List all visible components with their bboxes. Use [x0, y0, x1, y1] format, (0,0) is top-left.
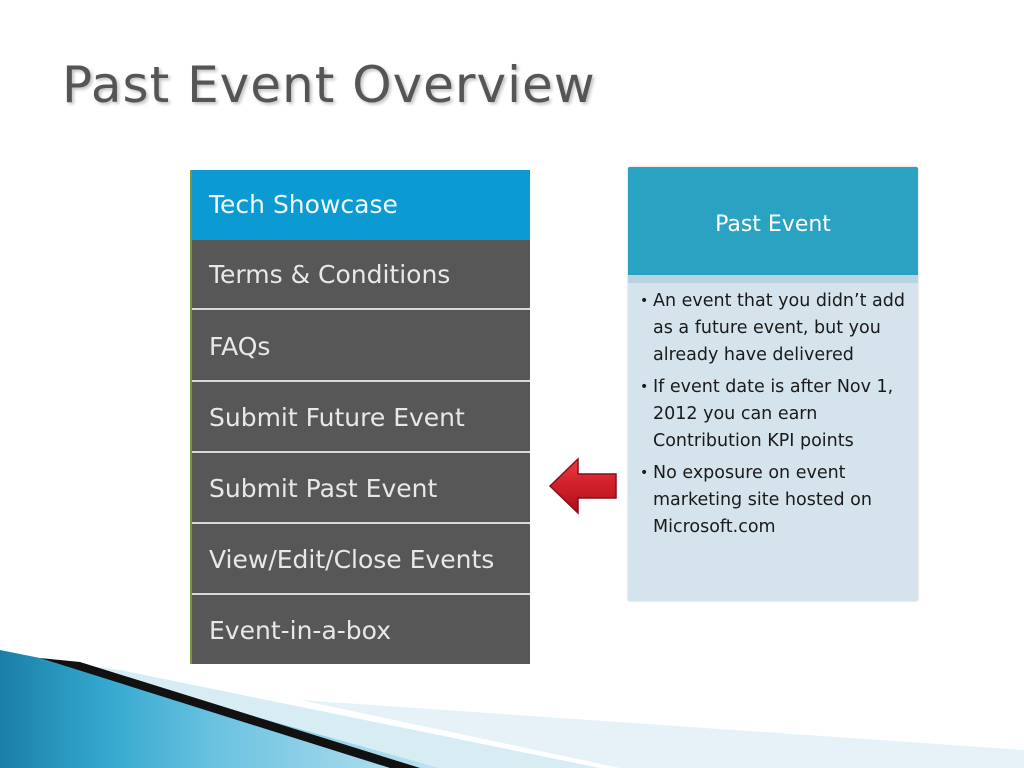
card-header-divider: [628, 275, 918, 283]
bullet-icon: •: [640, 465, 649, 481]
left-arrow-icon: [548, 457, 617, 515]
nav-item-terms-conditions[interactable]: Terms & Conditions: [192, 240, 530, 310]
bullet-text: No exposure on event marketing site host…: [653, 463, 872, 537]
nav-item-submit-past-event[interactable]: Submit Past Event: [192, 454, 530, 524]
list-item: •An event that you didn’t add as a futur…: [638, 288, 914, 369]
event-nav-menu: Tech Showcase Terms & Conditions FAQs Su…: [190, 170, 530, 664]
bullet-icon: •: [640, 379, 649, 395]
bullet-text: An event that you didn’t add as a future…: [653, 291, 905, 365]
card-header: Past Event: [628, 167, 918, 275]
slide-title: Past Event Overview: [62, 56, 596, 114]
past-event-card: Past Event •An event that you didn’t add…: [628, 167, 918, 601]
nav-item-faqs[interactable]: FAQs: [192, 312, 530, 382]
nav-item-submit-future-event[interactable]: Submit Future Event: [192, 383, 530, 453]
card-bullet-list: •An event that you didn’t add as a futur…: [638, 288, 914, 546]
bullet-icon: •: [640, 293, 649, 309]
nav-item-tech-showcase[interactable]: Tech Showcase: [192, 170, 530, 240]
decorative-swoosh: [0, 650, 1024, 768]
bullet-text: If event date is after Nov 1, 2012 you c…: [653, 377, 894, 451]
list-item: •If event date is after Nov 1, 2012 you …: [638, 374, 914, 455]
list-item: •No exposure on event marketing site hos…: [638, 460, 914, 541]
nav-item-view-edit-close-events[interactable]: View/Edit/Close Events: [192, 525, 530, 595]
nav-item-event-in-a-box[interactable]: Event-in-a-box: [192, 596, 530, 664]
